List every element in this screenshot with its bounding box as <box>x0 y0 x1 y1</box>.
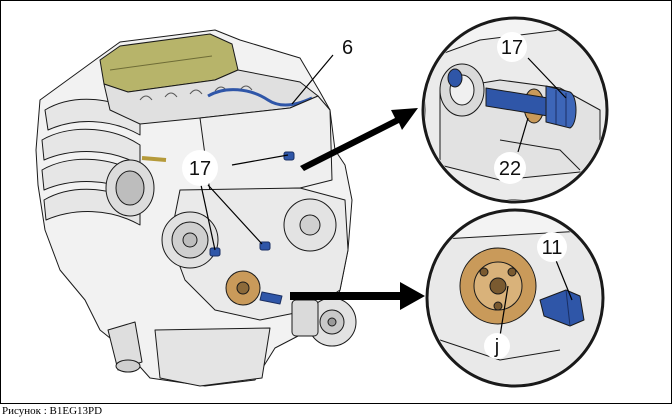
callout-17: 17 <box>189 158 211 180</box>
right-arrow-icon <box>290 282 425 310</box>
bolt-17 <box>545 85 577 129</box>
oil-pan <box>154 327 271 387</box>
callout-detail-11: 11 <box>542 237 563 259</box>
callout-detail-17: 17 <box>501 37 523 59</box>
callout-6: 6 <box>342 37 353 59</box>
callout-detail-22: 22 <box>499 158 521 180</box>
blue-hose <box>207 88 313 107</box>
detail-view-top: 17 22 <box>421 16 609 204</box>
main-leaders <box>200 54 334 251</box>
engine-bolts <box>209 151 295 305</box>
engine-illustration <box>35 29 357 387</box>
callout-detail-j: j <box>494 336 499 358</box>
figure-caption: Рисунок : B1EG13PD <box>2 405 102 417</box>
callout-17-disc <box>182 150 218 186</box>
oil-filter <box>107 321 143 371</box>
right-arrow-icon <box>300 108 418 171</box>
detail-view-bottom: 11 j <box>425 208 605 388</box>
